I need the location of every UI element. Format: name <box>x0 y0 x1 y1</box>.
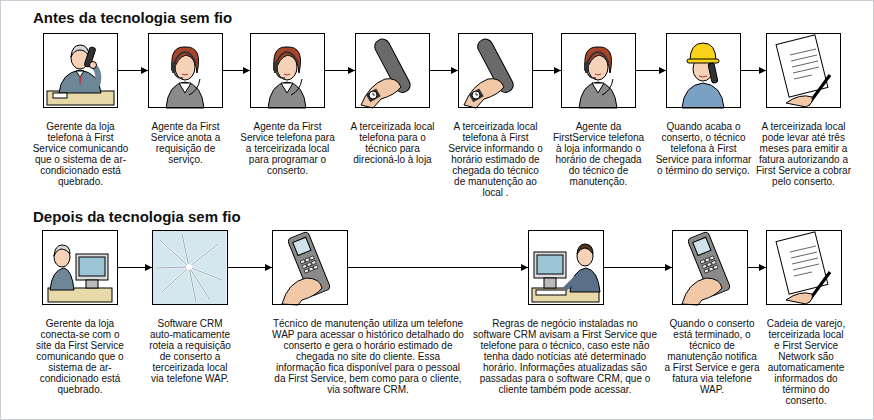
process-step: Cadeia de varejo, terceirizada local e F… <box>766 230 846 406</box>
manager-phone-picture <box>47 45 114 105</box>
caption-text: Técnico de manutenção utiliza um telefon… <box>270 318 466 395</box>
caption-text: A terceirizada local pode levar até três… <box>756 121 852 187</box>
picture-frame <box>355 33 430 108</box>
picture-frame <box>272 230 348 305</box>
process-step: Agente da First Service anota a requisiç… <box>138 33 234 165</box>
manager-computer-picture <box>48 245 112 302</box>
flow-arrow <box>228 267 272 268</box>
agent-picture <box>166 47 204 108</box>
wireless-burst-picture <box>153 231 227 305</box>
picture-frame <box>43 33 118 108</box>
technician-picture <box>682 43 724 108</box>
step-caption: A terceirizada local pode levar até três… <box>756 121 852 187</box>
step-caption: Software CRM auto-maticamente roteia a r… <box>145 318 235 384</box>
caption-text: Gerente da loja telefona à First Service… <box>33 121 129 187</box>
hand-phone-picture <box>464 37 516 108</box>
step-caption: Agente da First Service telefona para a … <box>240 121 336 176</box>
flow-arrow <box>533 70 561 71</box>
process-step: Regras de negócio instaladas no software… <box>472 230 658 395</box>
caption-text: Quando o conserto está terminado, o técn… <box>664 318 760 395</box>
process-step: A terceirizada local telefona para o téc… <box>345 33 441 165</box>
agent-picture <box>268 47 306 108</box>
step-caption: Agente da First Service anota a requisiç… <box>138 121 234 165</box>
picture-frame <box>766 33 841 108</box>
caption-text: A terceirizada local telefona à First Se… <box>448 121 544 198</box>
picture-frame <box>152 230 228 305</box>
picture-frame <box>672 230 748 305</box>
picture-frame <box>250 33 325 108</box>
caption-text: A terceirizada local telefona para o téc… <box>345 121 441 165</box>
process-step: A terceirizada local pode levar até três… <box>756 33 852 187</box>
step-caption: Quando acaba o conserto, o técnico telef… <box>656 121 752 176</box>
wap-phone-picture <box>282 231 331 305</box>
step-caption: Gerente da loja conecta-se com o site da… <box>34 318 126 395</box>
caption-text: Regras de negócio instaladas no software… <box>472 318 658 395</box>
flow-arrow <box>223 70 250 71</box>
flow-arrow <box>636 70 666 71</box>
crm-computer-picture <box>532 244 600 302</box>
step-caption: Cadeia de varejo, terceirizada local e F… <box>766 318 846 406</box>
wap-phone-picture <box>682 231 731 305</box>
step-caption: Gerente da loja telefona à First Service… <box>33 121 129 187</box>
hand-phone-picture <box>361 37 413 108</box>
step-caption: A terceirizada local telefona à First Se… <box>448 121 544 198</box>
picture-frame <box>458 33 533 108</box>
step-caption: Regras de negócio instaladas no software… <box>472 318 658 395</box>
picture-frame <box>561 33 636 108</box>
picture-frame <box>666 33 741 108</box>
step-caption: Agente da FirstService telefona à loja i… <box>551 121 647 187</box>
caption-text: Agente da FirstService telefona à loja i… <box>551 121 647 187</box>
flow-arrow <box>430 70 458 71</box>
process-step: Quando acaba o conserto, o técnico telef… <box>656 33 752 176</box>
invoice-picture <box>776 232 830 304</box>
flow-arrow <box>604 267 672 268</box>
caption-text: Software CRM auto-maticamente roteia a r… <box>145 318 235 384</box>
flow-arrow <box>325 70 355 71</box>
caption-text: Quando acaba o conserto, o técnico telef… <box>656 121 752 176</box>
caption-text: Gerente da loja conecta-se com o site da… <box>34 318 126 395</box>
invoice-picture <box>776 35 830 107</box>
picture-frame <box>148 33 223 108</box>
caption-text: Cadeia de varejo, terceirizada local e F… <box>766 318 846 406</box>
process-step: Gerente da loja conecta-se com o site da… <box>34 230 126 395</box>
flow-arrow <box>748 267 766 268</box>
agent-picture <box>579 47 617 108</box>
flow-arrow <box>118 70 148 71</box>
picture-frame <box>528 230 604 305</box>
step-caption: A terceirizada local telefona para o téc… <box>345 121 441 165</box>
caption-text: Agente da First Service telefona para a … <box>240 121 336 176</box>
picture-frame <box>42 230 118 305</box>
flow-arrow <box>741 70 766 71</box>
process-step: Agente da FirstService telefona à loja i… <box>551 33 647 187</box>
step-caption: Técnico de manutenção utiliza um telefon… <box>270 318 466 395</box>
process-step: Software CRM auto-maticamente roteia a r… <box>145 230 235 384</box>
section-heading: Antes da tecnologia sem fio <box>33 9 232 26</box>
process-step: Gerente da loja telefona à First Service… <box>33 33 129 187</box>
flow-arrow <box>348 267 528 268</box>
section-heading: Depois da tecnologia sem fio <box>33 208 241 225</box>
process-step: Agente da First Service telefona para a … <box>240 33 336 176</box>
process-step: Técnico de manutenção utiliza um telefon… <box>270 230 466 395</box>
caption-text: Agente da First Service anota a requisiç… <box>138 121 234 165</box>
picture-frame <box>766 230 842 305</box>
process-step: A terceirizada local telefona à First Se… <box>448 33 544 198</box>
step-caption: Quando o conserto está terminado, o técn… <box>664 318 760 395</box>
flow-arrow <box>118 267 152 268</box>
process-step: Quando o conserto está terminado, o técn… <box>664 230 760 395</box>
